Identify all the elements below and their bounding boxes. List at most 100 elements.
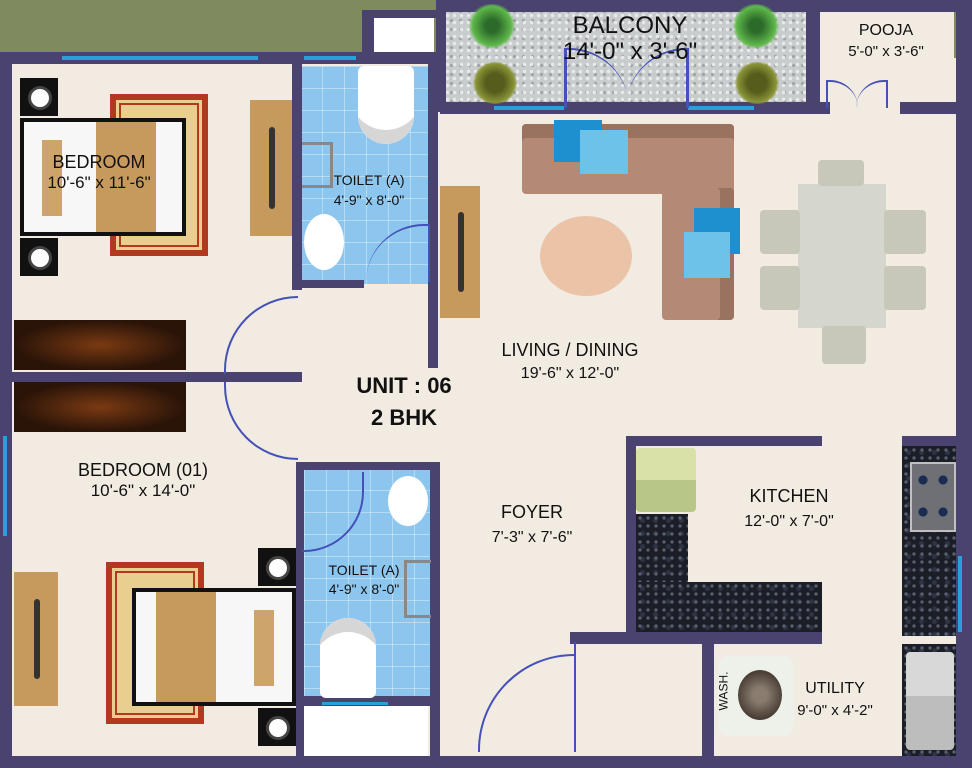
nightstand-icon: [258, 708, 296, 746]
shrub-icon: [472, 62, 518, 104]
tv-unit-icon: [250, 100, 292, 236]
shrub-icon: [734, 62, 780, 104]
wall-toilet-top-right: [428, 58, 438, 368]
wall-toilet-bottom-base: [298, 696, 436, 706]
room-dimensions: 12'-0" x 7'-0": [744, 512, 834, 530]
pillow-icon: [254, 610, 274, 686]
nightstand-icon: [20, 238, 58, 276]
tv-unit-icon: [14, 572, 58, 706]
wall-toilet-bottom-top: [298, 462, 438, 470]
wall-balcony-left: [436, 0, 446, 112]
bedroom01-label: BEDROOM (01) 10'-6" x 14'-0": [58, 460, 228, 500]
wall-utility-left: [702, 640, 714, 760]
wall-balcony-inner: [440, 102, 830, 114]
kitchen-label: KITCHEN 12'-0" x 7'-0": [714, 486, 864, 531]
bed-icon: [20, 118, 186, 236]
toilet-bottom-label: TOILET (A) 4'-9" x 8'-0": [316, 562, 412, 597]
refrigerator-icon: [636, 448, 696, 512]
wall-outer-top: [440, 0, 972, 12]
nightstand-icon: [20, 78, 58, 116]
bed-cover: [156, 592, 216, 702]
washer-drum: [738, 670, 782, 720]
tap-icon: [404, 560, 431, 618]
foyer-label: FOYER 7'-3" x 7'-6": [462, 502, 602, 547]
chair-icon: [818, 160, 864, 186]
window-balcony-left: [494, 106, 564, 110]
cushion-icon: [580, 130, 628, 174]
room-dimensions: 10'-6" x 11'-6": [47, 172, 151, 192]
counter-bottom: [636, 582, 822, 632]
cushion-icon: [684, 232, 730, 278]
wc-icon: [358, 66, 414, 144]
wall-shaft-top: [362, 10, 374, 56]
wall-kitchen-left: [626, 436, 636, 642]
unit-title: UNIT : 06 2 BHK: [334, 372, 474, 431]
wall-bedroom-divider: [12, 372, 302, 382]
room-name: KITCHEN: [749, 486, 829, 506]
shaft-bottom: [304, 706, 428, 760]
room-name: BEDROOM (01): [77, 460, 209, 480]
room-name: POOJA: [858, 22, 914, 39]
bed-icon: [132, 588, 296, 706]
room-dimensions: 10'-6" x 14'-0": [90, 480, 196, 500]
sink-icon: [906, 652, 954, 750]
room-dimensions: 19'-6" x 12'-0": [520, 364, 620, 382]
pillow-icon: [42, 140, 62, 216]
window-toilet-bottom: [322, 702, 388, 705]
unit-type: 2 BHK: [370, 404, 437, 430]
chair-icon: [760, 210, 800, 254]
wall-kitchen-bottom: [570, 632, 822, 644]
wall-pooja-bottom: [900, 102, 960, 114]
wall-toilet-top-bottom: [292, 280, 364, 288]
window-bedroom-top: [62, 56, 258, 60]
tv-unit-icon: [440, 186, 480, 318]
chair-icon: [760, 266, 800, 310]
room-name: TOILET (A): [333, 172, 405, 188]
washbasin-icon: [304, 214, 344, 270]
room-dimensions: 9'-0" x 4'-2": [797, 702, 873, 720]
window-bedroom01-left: [3, 436, 7, 536]
wall-outer-left: [0, 52, 12, 768]
wall-outer-right: [956, 0, 972, 768]
utility-label: UTILITY 9'-0" x 4'-2": [780, 680, 890, 720]
room-name: TOILET (A): [328, 562, 400, 578]
room-name: LIVING / DINING: [501, 340, 639, 360]
window-kitchen-right: [958, 556, 962, 632]
washing-machine-icon: WASH.: [716, 656, 794, 736]
wardrobe-icon: [14, 382, 186, 432]
room-dimensions: 7'-3" x 7'-6": [491, 528, 573, 546]
window-toilet-top: [304, 56, 356, 60]
room-name: UTILITY: [805, 680, 865, 697]
coffee-table-icon: [540, 216, 632, 296]
wall-kitchen-top: [626, 436, 822, 446]
washer-label: WASH.: [716, 671, 731, 711]
window-balcony-right: [688, 106, 754, 110]
wall-toilet-top-left: [292, 58, 302, 290]
wall-balcony-right: [806, 0, 820, 112]
washbasin-icon: [388, 476, 428, 526]
unit-number: UNIT : 06: [356, 373, 452, 398]
chair-icon: [822, 326, 866, 364]
chair-icon: [884, 210, 926, 254]
pooja-label: POOJA 5'-0" x 3'-6": [826, 22, 946, 61]
room-name: BEDROOM: [52, 152, 146, 172]
room-name: FOYER: [500, 502, 563, 522]
wall-toilet-bottom-right: [430, 462, 440, 762]
room-dimensions: 14'-0" x 3'-6": [562, 37, 698, 65]
wall-shaft-top-top: [362, 10, 446, 18]
plant-icon: [732, 4, 780, 48]
chair-icon: [884, 266, 926, 310]
wall-kitchen-right-top: [902, 436, 956, 446]
room-dimensions: 5'-0" x 3'-6": [848, 43, 924, 61]
nightstand-icon: [258, 548, 296, 586]
tap-icon: [302, 142, 333, 188]
room-name: BALCONY: [572, 12, 688, 39]
utility-door[interactable]: [574, 642, 582, 752]
bed-cover: [96, 122, 156, 232]
shaft-top: [372, 16, 434, 54]
plant-icon: [468, 4, 516, 48]
wall-outer-bottom: [0, 756, 972, 768]
toilet-top-label: TOILET (A) 4'-9" x 8'-0": [314, 172, 424, 208]
living-dining-label: LIVING / DINING 19'-6" x 12'-0": [480, 340, 660, 383]
wc-icon: [320, 618, 376, 698]
